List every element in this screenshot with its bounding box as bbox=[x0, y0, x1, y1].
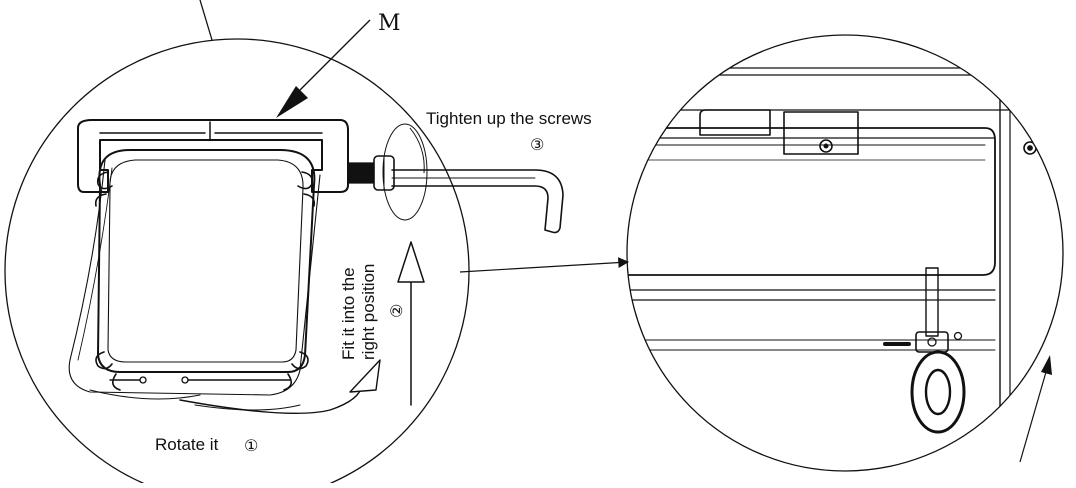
rotation-arrow-head bbox=[349, 359, 381, 393]
hex-key-body bbox=[391, 169, 564, 234]
bottom-strip-left-end bbox=[139, 376, 147, 384]
right-detail-circle bbox=[626, 34, 1064, 472]
rail-profile bbox=[97, 149, 316, 373]
fit-position-label-line-1: Fit it into the bbox=[339, 267, 358, 360]
frame-bolt bbox=[1023, 141, 1037, 155]
m-pointer-head bbox=[276, 86, 308, 118]
left-detail-view bbox=[4, 0, 564, 488]
step-2-marker-group: ② bbox=[387, 304, 406, 318]
hanger-stem bbox=[925, 267, 939, 337]
connector-arrow bbox=[459, 257, 630, 273]
hanger-loop-outer bbox=[910, 350, 966, 434]
part-m-label: M bbox=[378, 11, 401, 36]
frame-bolt-center bbox=[1027, 145, 1033, 151]
hanger-plate-hole bbox=[927, 337, 937, 347]
right-callout-head bbox=[1041, 355, 1052, 375]
mounted-clamp-screw bbox=[819, 139, 833, 153]
hook-top-left bbox=[94, 171, 113, 207]
rotation-arrow bbox=[179, 384, 363, 415]
hook-bottom-left bbox=[95, 351, 121, 391]
screw-rotation-arrow bbox=[409, 127, 425, 174]
fit-arrow-head bbox=[397, 241, 425, 283]
step-1-marker: ① bbox=[244, 436, 258, 455]
hex-key bbox=[391, 169, 564, 234]
fit-position-label-line-2: right position bbox=[359, 264, 378, 360]
rotation-swoop bbox=[89, 389, 301, 411]
left-detail-circle bbox=[4, 38, 470, 488]
rail-profile-rotated-inner bbox=[77, 167, 113, 361]
rail-profile-inner bbox=[107, 159, 304, 363]
right-detail-view bbox=[626, 34, 1064, 472]
bottom-strip-right-end bbox=[181, 376, 189, 384]
fit-position-label-group: Fit it into the right position bbox=[339, 264, 378, 360]
mounted-clamp bbox=[699, 109, 771, 136]
step-2-marker: ② bbox=[387, 304, 406, 318]
step-3-marker: ③ bbox=[530, 135, 544, 154]
screw-shaft bbox=[347, 162, 375, 184]
mounted-clamp-block bbox=[783, 111, 859, 155]
hanger-plate bbox=[915, 331, 949, 353]
right-callout-leader bbox=[1019, 371, 1047, 463]
hook-bottom-right bbox=[283, 351, 309, 391]
hanger-nut bbox=[953, 331, 963, 341]
left-callout-leader bbox=[199, 0, 213, 41]
hook-top-right bbox=[297, 171, 316, 207]
m-pointer-line bbox=[299, 19, 371, 91]
clamp-bracket bbox=[77, 119, 349, 193]
tighten-screws-label: Tighten up the screws bbox=[426, 109, 592, 128]
mounted-clamp-screw-center bbox=[823, 143, 829, 149]
rail-profile-rotated bbox=[68, 159, 321, 396]
rail-housing bbox=[627, 127, 996, 276]
rotate-it-label: Rotate it bbox=[155, 435, 219, 454]
hanger-loop-inner bbox=[924, 368, 952, 416]
screw-rotation-ellipse bbox=[382, 123, 428, 221]
